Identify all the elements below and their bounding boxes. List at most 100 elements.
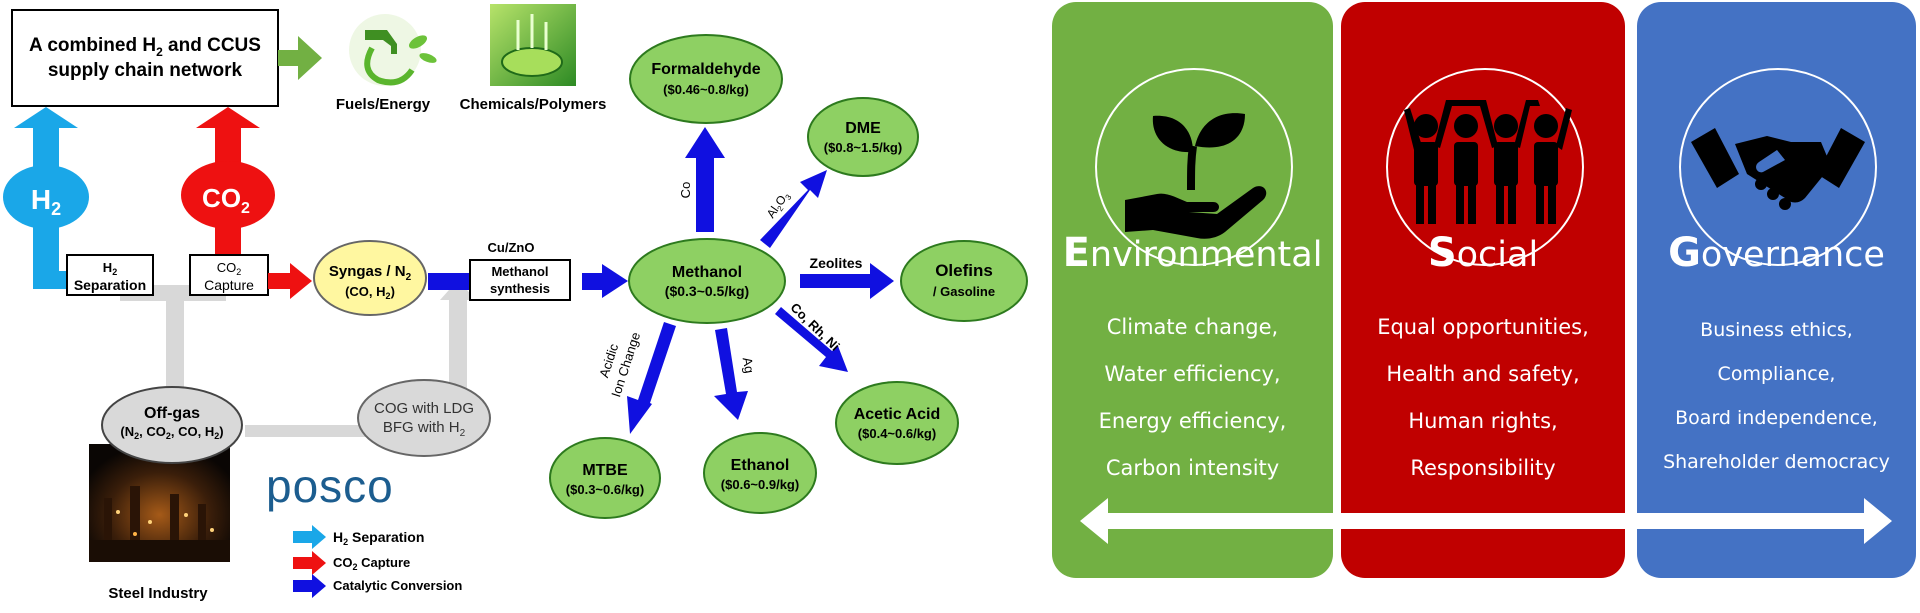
legend-co2-sub: 2 [353, 562, 358, 572]
ethanol-price: ($0.6~0.9/kg) [721, 477, 799, 492]
soc-item: Responsibility [1410, 456, 1556, 480]
social-icon-circle [1386, 68, 1584, 266]
svg-text:Syngas / N2: Syngas / N2 [329, 263, 412, 283]
h2-badge-main: H [31, 184, 51, 215]
env-item: Water efficiency, [1104, 362, 1281, 386]
offgas-line1: Off-gas [144, 405, 200, 422]
svg-text:(CO, H2): (CO, H2) [345, 284, 395, 301]
svg-text:H2: H2 [31, 184, 61, 219]
cog-line1: COG with LDG [374, 400, 474, 417]
fuel-nozzle-icon [349, 14, 437, 86]
soc-item: Equal opportunities, [1377, 315, 1589, 339]
title-mid: and CCUS [163, 35, 261, 56]
al2o3-sub1: 2 [776, 204, 786, 213]
svg-text:CO2: CO2 [217, 260, 242, 277]
syngas-node: Syngas / N2 (CO, H2) [313, 240, 427, 316]
svg-text:Al2O3: Al2O3 [764, 188, 794, 221]
legend-co2-arrow [293, 551, 326, 575]
gov-item: Board independence, [1675, 407, 1878, 429]
gov-item: Compliance, [1717, 363, 1836, 385]
h2-sep-line2: Separation [74, 277, 146, 293]
dme-node: DME ($0.8~1.5/kg) [807, 97, 919, 177]
environmental-items: Climate change, Water efficiency, Energy… [1052, 304, 1333, 492]
svg-text:BFG with H2: BFG with H2 [383, 419, 466, 439]
h2-sep-sub: 2 [112, 267, 117, 277]
co2-cap-main: CO [217, 260, 237, 275]
governance-icon-circle [1679, 68, 1877, 266]
legend-catalytic-arrow [293, 574, 326, 598]
cog-sub: 2 [460, 428, 466, 439]
governance-items: Business ethics, Compliance, Board indep… [1637, 308, 1916, 484]
acetic-price: ($0.4~0.6/kg) [858, 426, 936, 441]
chemicals-icon [490, 4, 576, 86]
cog-node: COG with LDG BFG with H2 [357, 379, 491, 457]
soc-item: Human rights, [1408, 409, 1558, 433]
formaldehyde-price: ($0.46~0.8/kg) [663, 82, 749, 97]
offgas-c: , CO, H [171, 424, 214, 439]
catalytic-arrows [627, 127, 894, 434]
ag-label: Ag [740, 356, 758, 374]
environmental-icon-circle [1095, 68, 1293, 266]
co2-capture-box: CO2 Capture [189, 254, 269, 296]
environmental-card: Environmental Climate change, Water effi… [1052, 2, 1333, 578]
syngas-line1: Syngas / N [329, 263, 406, 280]
dme-price: ($0.8~1.5/kg) [824, 140, 902, 155]
syngas-sub1: 2 [406, 272, 412, 283]
methanol-name: Methanol [672, 264, 742, 281]
syngas-to-methanol-arrow [428, 264, 628, 298]
syngas-sub2: 2 [386, 291, 391, 301]
meth-syn-line1: Methanol [491, 264, 548, 279]
co2-cap-sub: 2 [236, 267, 241, 277]
gov-initial: G [1668, 230, 1701, 276]
people-icon [1404, 100, 1572, 224]
offgas-node: (N2, CO2, CO, H2) Off-gas [101, 386, 243, 464]
gov-item: Shareholder democracy [1663, 451, 1890, 473]
co2-badge-sub: 2 [241, 200, 250, 217]
gov-item: Business ethics, [1700, 319, 1853, 341]
mtbe-node: MTBE ($0.3~0.6/kg) [549, 437, 661, 519]
offgas-s1: 2 [134, 431, 139, 441]
legend-co2-main: CO [333, 555, 353, 570]
environmental-title: Environmental [1052, 230, 1333, 276]
mtbe-name: MTBE [582, 462, 628, 479]
h2-sep-main: H [103, 260, 112, 275]
co2-cap-line2: Capture [204, 277, 254, 293]
cog-line2a: BFG with H [383, 419, 460, 436]
soc-item: Health and safety, [1386, 362, 1580, 386]
olefins-price: / Gasoline [933, 284, 995, 299]
offgas-d: ) [219, 424, 223, 439]
plant-hand-icon [1125, 113, 1267, 239]
social-title: Social [1341, 230, 1625, 276]
esg-double-arrow [1080, 498, 1892, 544]
social-card: Social Equal opportunities, Health and s… [1341, 2, 1625, 578]
legend-h2-rest: Separation [348, 529, 424, 545]
olefins-name: Olefins [935, 261, 993, 280]
co2-badge-main: CO [202, 183, 241, 213]
legend-h2-sub: 2 [343, 537, 348, 547]
network-title-box: A combined H2 and CCUS supply chain netw… [11, 9, 279, 107]
gov-rest: overnance [1700, 235, 1885, 275]
al2o3-sub2: 3 [783, 192, 793, 201]
social-items: Equal opportunities, Health and safety, … [1341, 304, 1625, 492]
olefins-node: Olefins / Gasoline [900, 240, 1028, 322]
env-item: Energy efficiency, [1098, 409, 1287, 433]
h2-separation-box: H2 Separation [66, 254, 154, 296]
co2-to-syngas-arrow [268, 263, 312, 299]
svg-text:CO2: CO2 [202, 183, 250, 217]
svg-text:A combined H2 and CCUS: A combined H2 and CCUS [29, 35, 261, 59]
svg-text:(N2, CO2, CO, H2): (N2, CO2, CO, H2) [120, 424, 223, 441]
formaldehyde-name: Formaldehyde [651, 61, 760, 78]
co2-flow [181, 107, 275, 260]
methanol-node: Methanol ($0.3~0.5/kg) [628, 238, 786, 324]
offgas-a: (N [120, 424, 134, 439]
syngas-line2a: (CO, H [345, 284, 385, 299]
handshake-icon [1691, 128, 1865, 210]
env-initial: E [1062, 230, 1090, 276]
legend: H2 Separation CO2 Capture Catalytic Conv… [293, 525, 462, 598]
chemicals-label: Chemicals/Polymers [460, 96, 607, 113]
output-arrow [278, 36, 322, 80]
svg-text:H2: H2 [103, 260, 117, 277]
soc-initial: S [1427, 230, 1457, 276]
syngas-line2b: ) [391, 284, 395, 299]
